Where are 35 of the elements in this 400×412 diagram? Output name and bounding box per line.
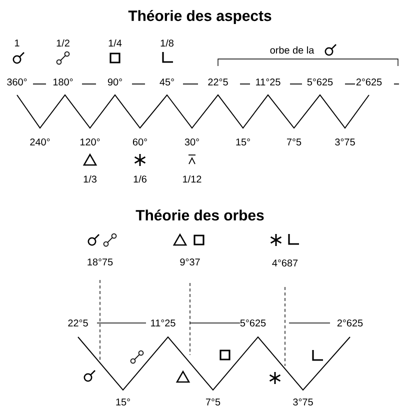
degree-label: 60° [132, 138, 147, 146]
degree-label: 15° [236, 138, 250, 146]
degree-label: 5°625 [307, 78, 333, 86]
degree-label: 2°625 [337, 319, 363, 327]
fraction-label: 1/4 [108, 39, 122, 47]
degree-label: 3°75 [293, 398, 313, 406]
heading: Théorie des orbes [136, 209, 264, 221]
fraction-label: 1 [15, 40, 20, 46]
degree-label: 7°5 [286, 138, 302, 146]
fraction-label: 1/6 [134, 175, 146, 183]
degree-label: 2°625 [356, 78, 382, 86]
bracket-label: orbe de la [270, 46, 314, 54]
degree-label: 120° [80, 138, 100, 146]
degree-label: 240° [30, 138, 50, 146]
degree-label: 3°75 [335, 138, 355, 146]
degree-label: 90° [108, 78, 122, 86]
degree-label: 22°5 [208, 78, 228, 86]
degree-label: 30° [184, 138, 199, 146]
orb-value: 4°687 [272, 259, 298, 267]
degree-label: 7°5 [206, 398, 220, 406]
fraction-label: 1/12 [183, 175, 202, 183]
fraction-label: 1/3 [84, 175, 96, 183]
degree-label: 15° [116, 398, 130, 406]
degree-label: 11°25 [151, 319, 176, 327]
degree-label: 45° [160, 78, 174, 86]
degree-label: 5°625 [240, 319, 266, 327]
degree-label: 180° [53, 78, 73, 86]
orb-value: 18°75 [88, 258, 113, 266]
degree-label: 11°25 [256, 78, 280, 86]
heading: Théorie des aspects [128, 10, 272, 24]
degree-label: 360° [7, 78, 27, 86]
fraction-label: 1/2 [56, 39, 70, 47]
orb-value: 9°37 [180, 258, 200, 266]
degree-label: 22°5 [68, 319, 88, 327]
fraction-label: 1/8 [160, 39, 174, 47]
